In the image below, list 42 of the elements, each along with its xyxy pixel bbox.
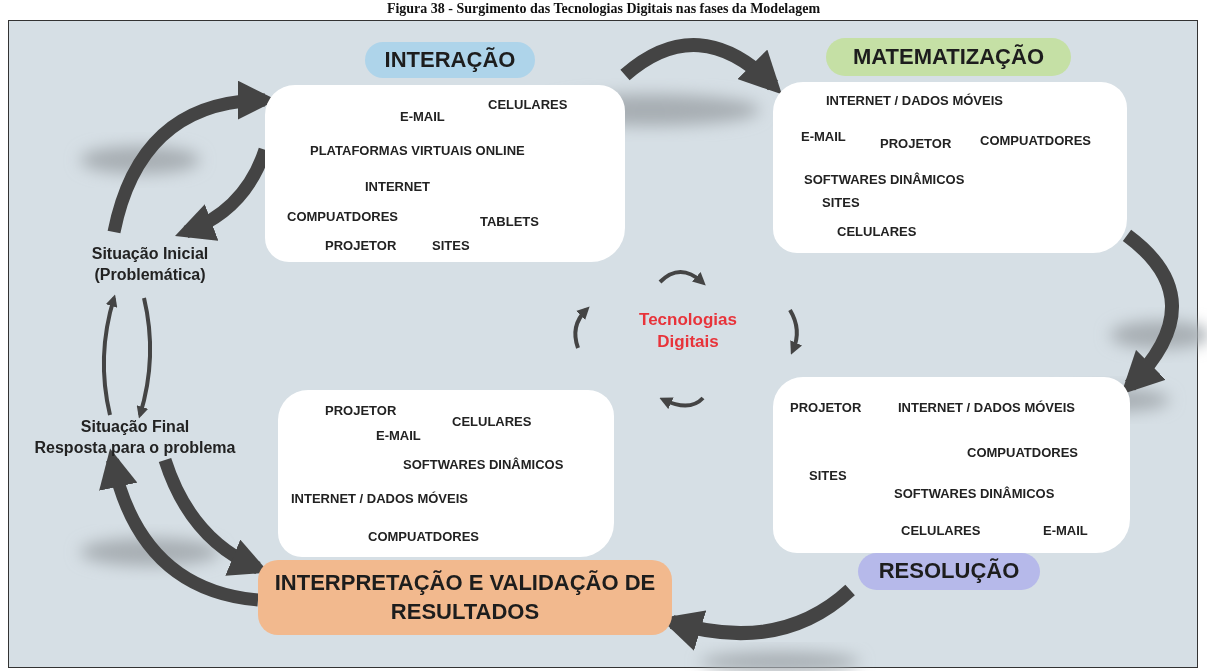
technology-label: PLATAFORMAS VIRTUAIS ONLINE (310, 142, 525, 158)
technology-label: E-MAIL (400, 108, 445, 124)
technology-label: SOFTWARES DINÂMICOS (894, 485, 1055, 501)
technology-label: CELULARES (837, 223, 917, 239)
technology-label: INTERNET / DADOS MÓVEIS (898, 399, 1075, 415)
technology-label: SITES (432, 237, 470, 253)
arrow (101, 294, 118, 416)
technology-label: INTERNET / DADOS MÓVEIS (291, 490, 468, 506)
technology-label: PROJETOR (880, 135, 952, 151)
phase-title: RESOLUÇÃO (858, 553, 1040, 590)
technology-label: CELULARES (901, 522, 981, 538)
technology-label: SOFTWARES DINÂMICOS (403, 456, 564, 472)
situation-label: Resposta para o problema (34, 437, 236, 458)
situation-label: Situação Inicial (Problemática) (90, 244, 210, 285)
phase-title: INTERPRETAÇÃO E VALIDAÇÃO DE RESULTADOS (258, 560, 672, 635)
arrow (1121, 229, 1179, 395)
phase-title: MATEMATIZAÇÃO (826, 38, 1071, 76)
center-label: Tecnologias Digitais (638, 308, 738, 353)
technology-label: INTERNET / DADOS MÓVEIS (826, 92, 1003, 108)
technology-label: SITES (809, 467, 847, 483)
technology-label: SOFTWARES DINÂMICOS (804, 171, 965, 187)
arrow (100, 448, 259, 607)
technology-label: E-MAIL (1043, 522, 1088, 538)
technology-label: E-MAIL (801, 128, 846, 144)
technology-label: PROJETOR (790, 399, 862, 415)
technology-label: TABLETS (480, 213, 539, 229)
technology-label: COMPUATDORES (967, 444, 1078, 460)
figure-title: Figura 38 - Surgimento das Tecnologias Digitais nas fases da Modelagem (385, 1, 822, 17)
phase-title: INTERAÇÃO (365, 42, 535, 78)
technology-label: PROJETOR (325, 237, 397, 253)
technology-label: INTERNET (365, 178, 430, 194)
technology-label: COMPUATDORES (368, 528, 479, 544)
technology-label: CELULARES (488, 96, 568, 112)
technology-label: COMPUATDORES (980, 132, 1091, 148)
technology-label: CELULARES (452, 413, 532, 429)
arrow (620, 38, 783, 94)
technology-label: COMPUATDORES (287, 208, 398, 224)
technology-label: SITES (822, 194, 860, 210)
arrow (136, 297, 153, 419)
situation-label: Situação Final (80, 416, 190, 437)
technology-label: PROJETOR (325, 402, 397, 418)
technology-label: E-MAIL (376, 427, 421, 443)
